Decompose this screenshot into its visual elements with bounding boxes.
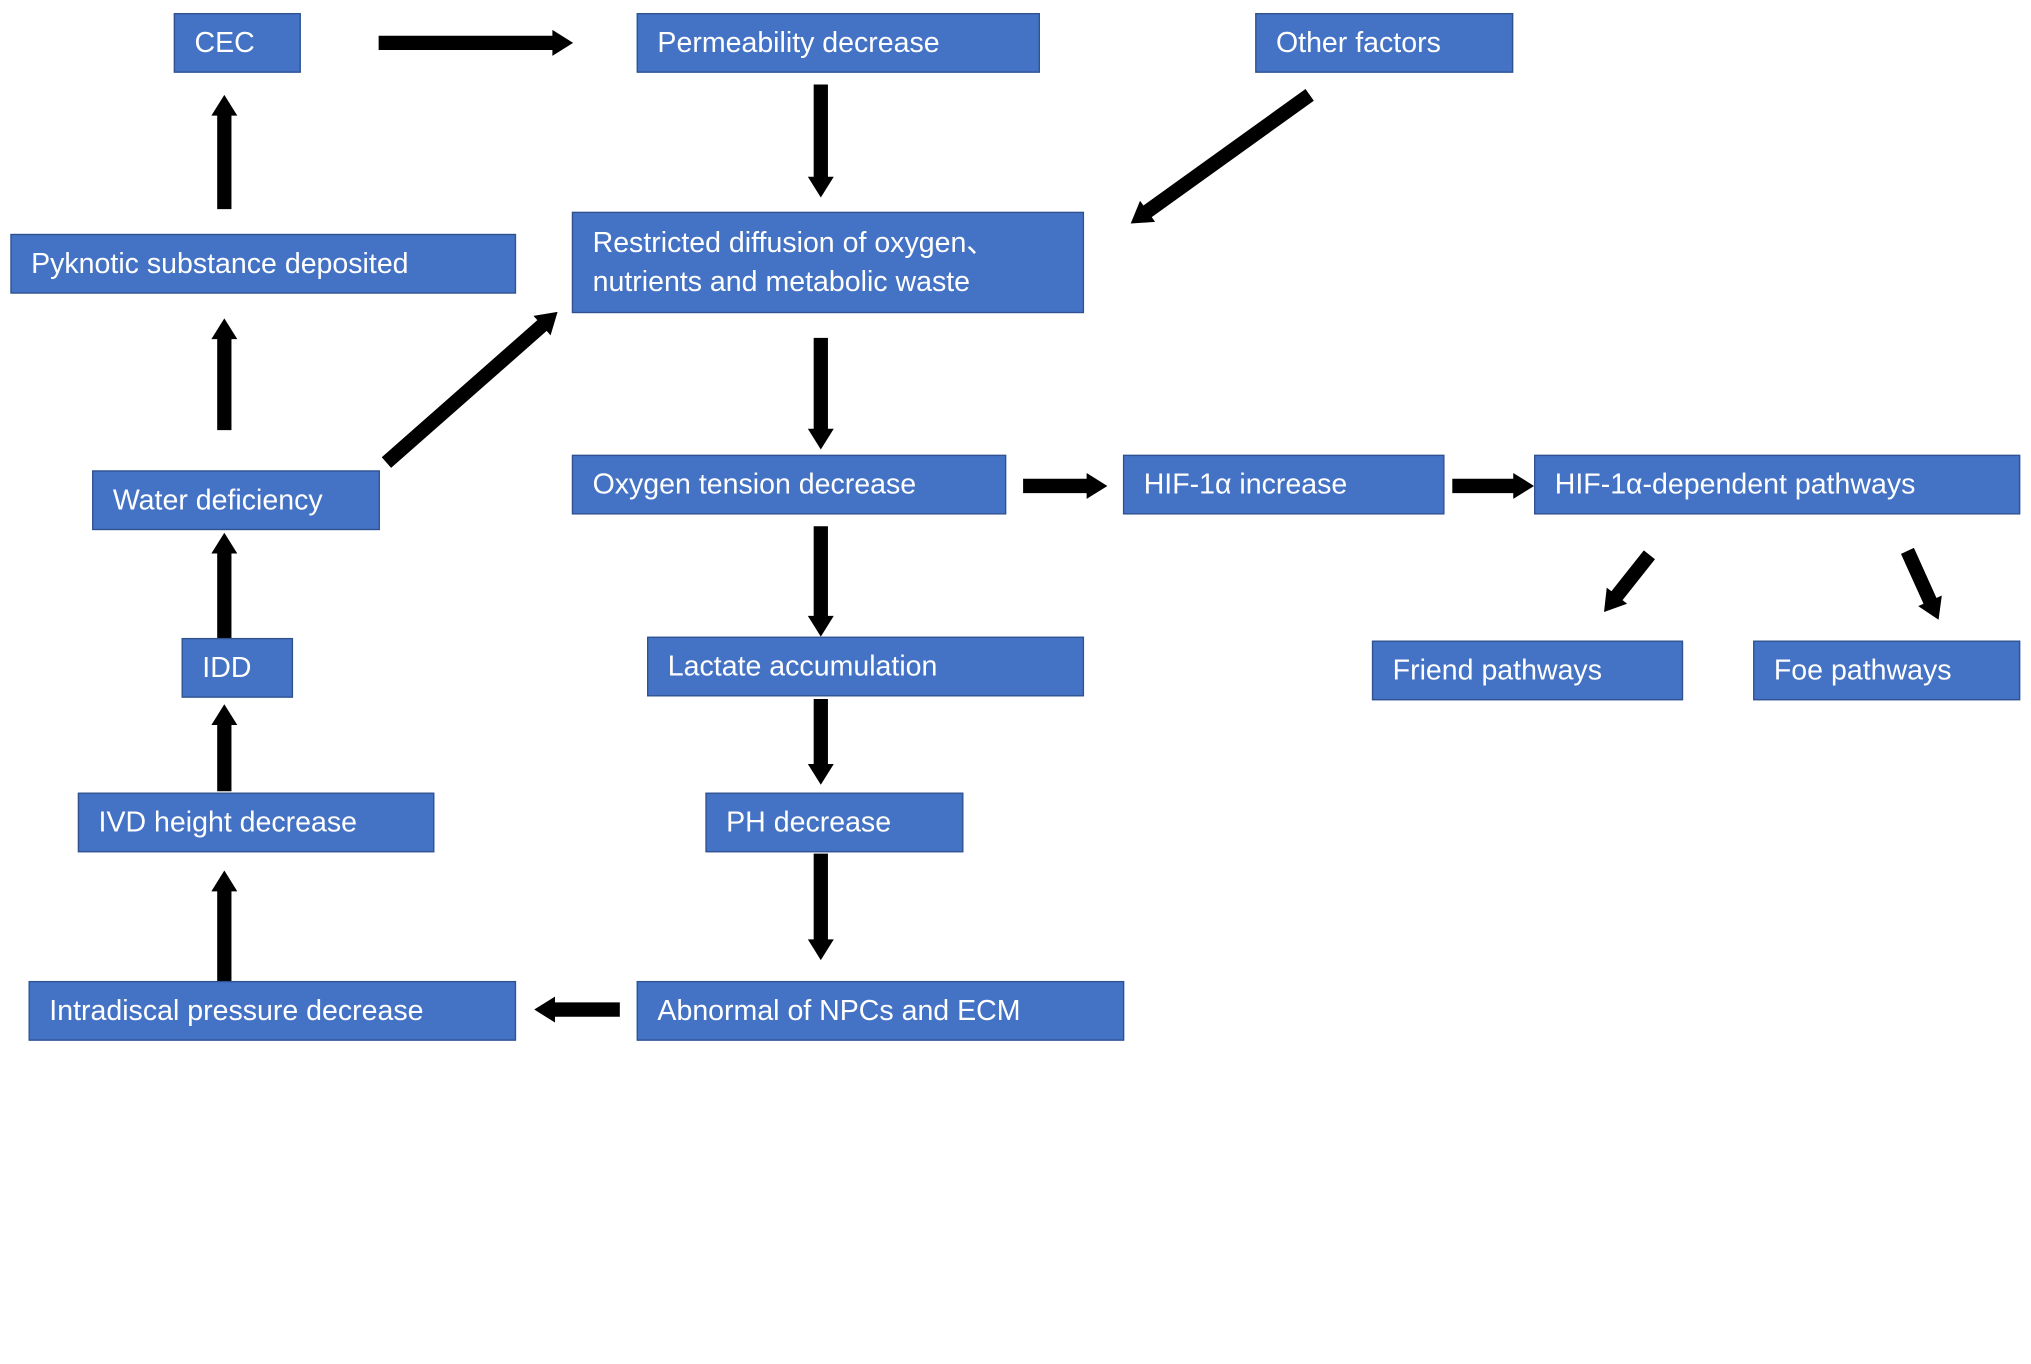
- arrow-lactate-to-ph: [807, 699, 834, 785]
- arrow-idd-to-water: [211, 532, 238, 638]
- arrow-pyknotic-to-cec: [211, 94, 238, 210]
- node-pyknotic-substance-deposited: Pyknotic substance deposited: [10, 233, 517, 294]
- arrow-oxygen-to-lactate: [807, 526, 834, 637]
- node-cec: CEC: [173, 12, 301, 73]
- arrow-ivd-to-idd: [211, 704, 238, 792]
- node-abnormal-npcs-ecm: Abnormal of NPCs and ECM: [636, 980, 1125, 1041]
- node-other-factors: Other factors: [1255, 12, 1514, 73]
- arrow-pathways-to-friend: [1604, 550, 1655, 612]
- node-permeability-decrease: Permeability decrease: [636, 12, 1040, 73]
- node-water-deficiency: Water deficiency: [92, 470, 380, 531]
- arrow-permeability-to-restricted: [807, 84, 834, 198]
- node-hif-dependent-pathways: HIF-1α-dependent pathways: [1533, 454, 2021, 515]
- arrow-pathways-to-foe: [1900, 547, 1942, 620]
- arrow-oxygen-to-hif: [1023, 472, 1108, 499]
- arrow-restricted-to-oxygen: [807, 337, 834, 450]
- arrow-otherfactors-to-restricted: [1130, 89, 1314, 224]
- node-ivd-height-decrease: IVD height decrease: [77, 792, 435, 853]
- node-lactate-accumulation: Lactate accumulation: [647, 636, 1085, 697]
- node-oxygen-tension-decrease: Oxygen tension decrease: [571, 454, 1007, 515]
- arrow-water-to-restricted: [381, 311, 558, 468]
- node-idd: IDD: [181, 637, 294, 698]
- node-foe-pathways: Foe pathways: [1753, 640, 2021, 701]
- node-ph-decrease: PH decrease: [705, 792, 964, 853]
- node-friend-pathways: Friend pathways: [1371, 640, 1684, 701]
- arrow-cec-to-permeability: [378, 29, 574, 56]
- node-intradiscal-pressure-decrease: Intradiscal pressure decrease: [28, 980, 517, 1041]
- arrow-water-to-pyknotic: [211, 318, 238, 431]
- node-hif-increase: HIF-1α increase: [1122, 454, 1445, 515]
- arrow-ph-to-abnormal: [807, 853, 834, 961]
- arrow-abnormal-to-intradiscal: [534, 996, 620, 1023]
- node-restricted-diffusion: Restricted diffusion of oxygen、nutrients…: [571, 211, 1085, 314]
- arrow-intradiscal-to-ivd: [211, 870, 238, 981]
- arrow-hif-to-pathways: [1452, 472, 1534, 499]
- arrow-layer: [211, 29, 1942, 1023]
